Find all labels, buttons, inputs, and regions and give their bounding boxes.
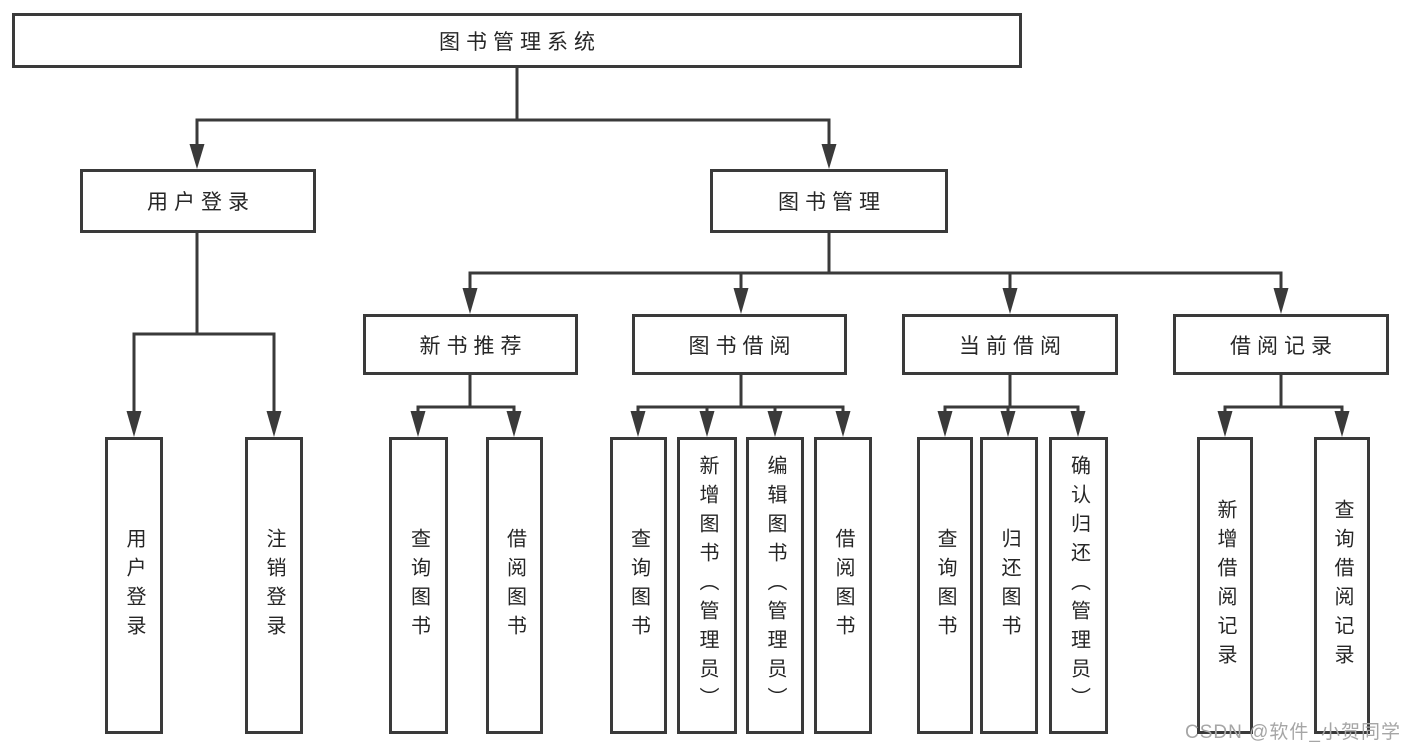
leaf-newbook-borrow-books: 借阅图书: [486, 437, 543, 734]
leaf-current-query-books: 查询图书: [917, 437, 973, 734]
leaf-add-borrow-record: 新增借阅记录: [1197, 437, 1253, 734]
node-book-borrow-label: 图书借阅: [688, 334, 797, 358]
leaf-add-book-admin-label: 新增图书（管理员）: [696, 455, 718, 716]
leaf-borrow-books: 借阅图书: [814, 437, 872, 734]
node-book-borrow: 图书借阅: [632, 314, 847, 375]
leaf-add-borrow-record-label: 新增借阅记录: [1214, 498, 1236, 673]
node-new-book-recommend: 新书推荐: [363, 314, 578, 375]
leaf-user-login: 用户登录: [105, 437, 163, 734]
leaf-newbook-query-books: 查询图书: [389, 437, 448, 734]
node-library-system: 图书管理系统: [12, 13, 1022, 68]
node-new-book-recommend-label: 新书推荐: [419, 334, 528, 358]
leaf-current-query-books-label: 查询图书: [934, 527, 956, 644]
node-library-system-label: 图书管理系统: [439, 30, 601, 54]
leaf-newbook-query-books-label: 查询图书: [407, 527, 430, 644]
node-borrow-records: 借阅记录: [1173, 314, 1389, 375]
node-user-login: 用户登录: [80, 169, 316, 233]
leaf-user-login-label: 用户登录: [123, 527, 145, 644]
node-book-management-label: 图书管理: [778, 191, 886, 214]
leaf-edit-book-admin: 编辑图书（管理员）: [746, 437, 804, 734]
leaf-confirm-return-admin: 确认归还（管理员）: [1049, 437, 1108, 734]
node-book-management: 图书管理: [710, 169, 948, 233]
node-user-login-label: 用户登录: [147, 191, 255, 214]
leaf-newbook-borrow-books-label: 借阅图书: [503, 527, 526, 644]
leaf-borrow-books-label: 借阅图书: [832, 527, 854, 644]
leaf-edit-book-admin-label: 编辑图书（管理员）: [764, 455, 786, 716]
leaf-query-borrow-record-label: 查询借阅记录: [1331, 498, 1353, 673]
node-borrow-records-label: 借阅记录: [1230, 334, 1338, 358]
leaf-add-book-admin: 新增图书（管理员）: [677, 437, 737, 734]
leaf-borrow-query-books: 查询图书: [610, 437, 667, 734]
leaf-return-book-label: 归还图书: [998, 527, 1020, 644]
node-current-borrow: 当前借阅: [902, 314, 1118, 375]
leaf-return-book: 归还图书: [980, 437, 1038, 734]
leaf-query-borrow-record: 查询借阅记录: [1314, 437, 1370, 734]
node-current-borrow-label: 当前借阅: [959, 334, 1067, 358]
leaf-logout-label: 注销登录: [263, 527, 285, 644]
watermark: CSDN @软件_小贺同学: [1185, 722, 1401, 743]
leaf-borrow-query-books-label: 查询图书: [627, 527, 650, 644]
leaf-logout: 注销登录: [245, 437, 303, 734]
leaf-confirm-return-admin-label: 确认归还（管理员）: [1067, 455, 1090, 716]
